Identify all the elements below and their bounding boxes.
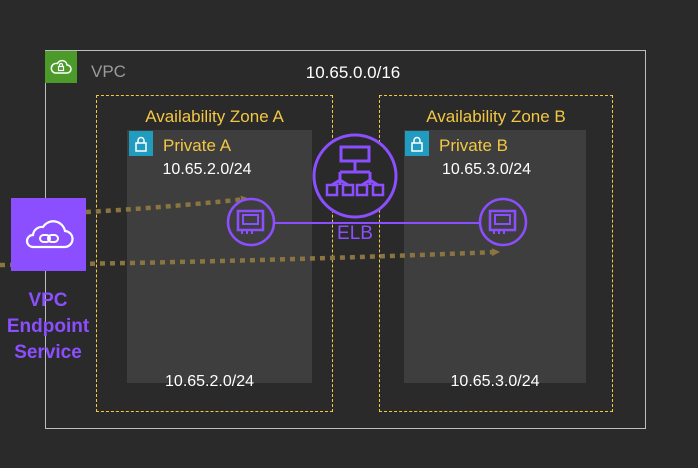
vpc-endpoint-service-icon: [11, 198, 86, 271]
subnet-b-cidr-bottom: 10.65.3.0/24: [450, 373, 540, 390]
subnet-private-a: [127, 130, 312, 383]
endpoint-label-line-3: Service: [14, 342, 82, 363]
availability-zone-b: [379, 95, 613, 412]
subnet-b-title: Private B: [439, 136, 508, 155]
subnet-b-lock-icon: [405, 131, 429, 156]
subnet-b-cidr-top: 10.65.3.0/24: [442, 161, 531, 178]
endpoint-label-line-2: Endpoint: [6, 316, 90, 337]
elb-label: ELB: [337, 223, 373, 244]
vpc-label: VPC: [91, 62, 126, 81]
availability-zone-a-title: Availability Zone A: [145, 107, 284, 126]
vpc-cidr: 10.65.0.0/16: [305, 63, 401, 82]
subnet-a-cidr-bottom: 10.65.2.0/24: [165, 373, 254, 390]
network-interface-a-icon: [226, 197, 276, 247]
subnet-a-cidr-top: 10.65.2.0/24: [162, 161, 252, 178]
availability-zone-b-title: Availability Zone B: [426, 107, 566, 126]
subnet-a-title: Private A: [163, 136, 232, 155]
elb-load-balancer-icon: [312, 133, 398, 219]
vpc-lock-cloud-icon: [45, 51, 77, 83]
subnet-a-lock-icon: [129, 131, 153, 156]
network-interface-b-icon: [478, 197, 528, 247]
endpoint-label-line-1: VPC: [28, 290, 68, 311]
flow-arrow-to-zone-a: [85, 195, 249, 215]
availability-zone-a: [96, 95, 333, 412]
vpc-endpoint-service-label: VPC Endpoint Service: [0, 288, 96, 366]
